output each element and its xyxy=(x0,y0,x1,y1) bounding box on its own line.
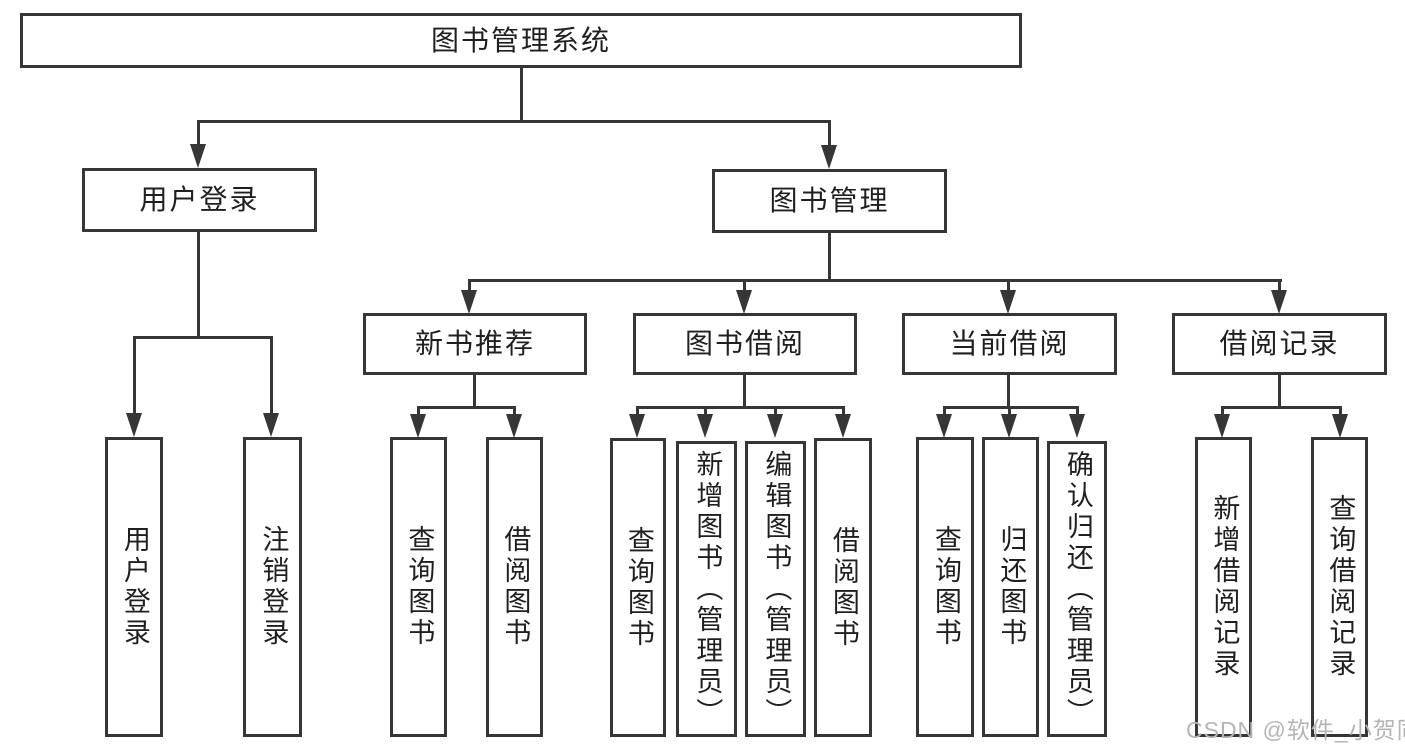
leaf-edit-books-admin: 编辑图书（管理员） xyxy=(745,441,806,737)
node-new-book-recommend: 新书推荐 xyxy=(363,313,587,375)
leaf-query-books-borrowing: 查询图书 xyxy=(610,438,666,737)
connector-line xyxy=(943,406,1079,409)
connector-line xyxy=(1339,406,1342,416)
arrow-down-icon xyxy=(1000,290,1016,314)
node-root-label: 图书管理系统 xyxy=(430,24,611,56)
leaf-label: 新增图书（管理员） xyxy=(692,449,723,729)
leaf-label: 确认归还（管理员） xyxy=(1062,449,1093,729)
leaf-add-books-admin: 新增图书（管理员） xyxy=(676,441,737,737)
arrow-down-icon xyxy=(1332,414,1348,438)
leaf-label: 借阅图书 xyxy=(828,525,859,650)
arrow-down-icon xyxy=(767,414,783,438)
connector-line xyxy=(774,406,777,416)
connector-line xyxy=(704,406,707,416)
node-user-login: 用户登录 xyxy=(82,168,317,232)
leaf-label: 查询图书 xyxy=(623,525,654,650)
arrow-down-icon xyxy=(190,144,206,168)
connector-line xyxy=(743,279,746,293)
leaf-label: 用户登录 xyxy=(119,525,150,649)
leaf-query-books-recommend: 查询图书 xyxy=(390,437,447,737)
leaf-label: 编辑图书（管理员） xyxy=(761,449,792,729)
arrow-down-icon xyxy=(410,414,426,438)
leaf-query-borrow-record: 查询借阅记录 xyxy=(1311,437,1368,737)
connector-line xyxy=(636,406,639,416)
arrow-down-icon xyxy=(506,414,522,438)
leaf-label: 查询借阅记录 xyxy=(1325,494,1356,680)
arrow-down-icon xyxy=(697,414,713,438)
arrow-down-icon xyxy=(461,290,477,314)
leaf-user-login: 用户登录 xyxy=(105,437,163,737)
node-current-borrowing: 当前借阅 xyxy=(902,313,1117,375)
node-book-management-label: 图书管理 xyxy=(769,185,890,216)
connector-line xyxy=(417,406,516,409)
connector-line xyxy=(828,231,831,281)
connector-line xyxy=(197,230,200,338)
arrow-down-icon xyxy=(1271,290,1287,314)
connector-line xyxy=(197,120,831,123)
connector-line xyxy=(417,406,420,416)
leaf-add-borrow-record: 新增借阅记录 xyxy=(1195,437,1252,737)
leaf-label: 借阅图书 xyxy=(500,525,531,649)
arrow-down-icon xyxy=(936,414,952,438)
node-borrowing-records-label: 借阅记录 xyxy=(1219,328,1340,359)
leaf-confirm-return-admin: 确认归还（管理员） xyxy=(1047,441,1107,737)
arrow-down-icon xyxy=(263,413,279,437)
arrow-down-icon xyxy=(835,414,851,438)
leaf-return-books: 归还图书 xyxy=(982,437,1039,737)
arrow-down-icon xyxy=(736,290,752,314)
connector-line xyxy=(1076,406,1079,416)
connector-line xyxy=(468,279,471,293)
leaf-label: 查询图书 xyxy=(404,525,435,649)
leaf-query-books-current: 查询图书 xyxy=(916,437,974,737)
connector-line xyxy=(1007,373,1010,409)
node-root: 图书管理系统 xyxy=(20,13,1022,68)
leaf-borrow-books-borrowing: 借阅图书 xyxy=(814,438,872,737)
connector-line xyxy=(133,336,136,414)
connector-line xyxy=(468,279,1282,282)
leaf-label: 注销登录 xyxy=(258,525,289,649)
node-borrowing-records: 借阅记录 xyxy=(1172,313,1387,375)
node-book-borrowing: 图书借阅 xyxy=(633,313,857,375)
leaf-label: 查询图书 xyxy=(930,525,961,649)
node-book-management: 图书管理 xyxy=(712,169,947,233)
connector-line xyxy=(1007,279,1010,293)
connector-line xyxy=(1221,406,1224,416)
arrow-down-icon xyxy=(1001,414,1017,438)
arrow-down-icon xyxy=(126,413,142,437)
node-book-borrowing-label: 图书借阅 xyxy=(684,328,805,359)
connector-line xyxy=(197,120,200,146)
connector-line xyxy=(743,373,746,409)
node-new-book-recommend-label: 新书推荐 xyxy=(414,328,535,359)
connector-line xyxy=(943,406,946,416)
arrow-down-icon xyxy=(629,414,645,438)
connector-line xyxy=(473,373,476,409)
connector-line xyxy=(828,120,831,146)
connector-line xyxy=(842,406,845,416)
connector-line xyxy=(133,336,273,339)
leaf-logout: 注销登录 xyxy=(243,437,302,737)
leaf-label: 归还图书 xyxy=(996,525,1027,649)
arrow-down-icon xyxy=(1214,414,1230,438)
connector-line xyxy=(1008,406,1011,416)
leaf-label: 新增借阅记录 xyxy=(1209,494,1240,680)
csdn-watermark: CSDN @软件_小贺同学 xyxy=(1186,717,1405,743)
connector-line xyxy=(513,406,516,416)
connector-line xyxy=(1278,279,1281,293)
connector-line xyxy=(1221,406,1342,409)
node-current-borrowing-label: 当前借阅 xyxy=(949,328,1070,359)
arrow-down-icon xyxy=(1069,414,1085,438)
connector-line xyxy=(636,406,845,409)
node-user-login-label: 用户登录 xyxy=(139,184,260,215)
leaf-borrow-books-recommend: 借阅图书 xyxy=(486,437,543,737)
connector-line xyxy=(1278,373,1281,409)
arrow-down-icon xyxy=(821,145,837,169)
connector-line xyxy=(520,66,523,122)
connector-line xyxy=(270,336,273,414)
